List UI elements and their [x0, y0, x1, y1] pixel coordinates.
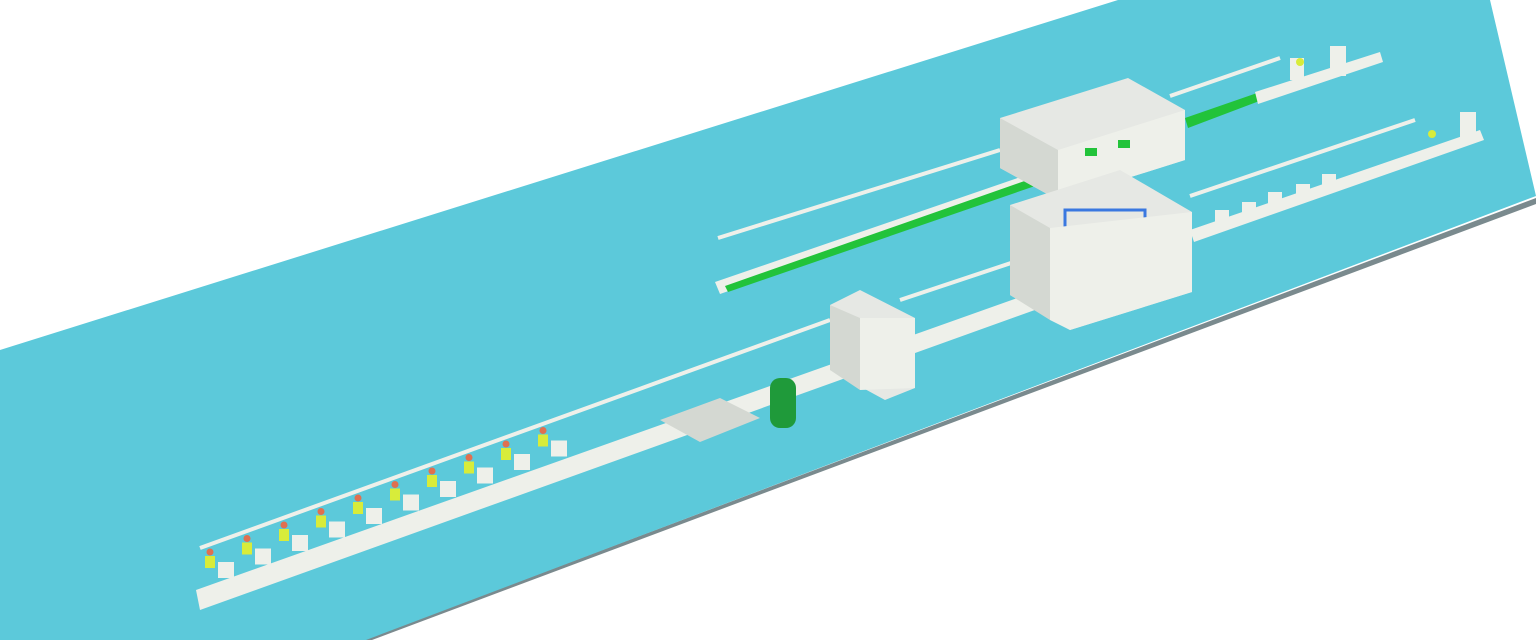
workstation — [366, 508, 382, 524]
workstation — [255, 548, 271, 565]
upper-booth — [1000, 78, 1185, 200]
worker-head — [317, 508, 325, 515]
worker — [353, 502, 363, 514]
worker — [242, 542, 252, 555]
workstation — [440, 481, 456, 497]
worker-head — [354, 494, 362, 502]
workstation — [403, 494, 419, 511]
workstation — [329, 521, 345, 538]
worker-head — [539, 427, 547, 434]
worker-head — [280, 521, 288, 529]
worker-head — [465, 454, 473, 461]
workstation — [218, 562, 234, 578]
worker — [205, 556, 215, 568]
worker — [464, 461, 474, 474]
workstation — [477, 467, 493, 484]
workstation — [551, 440, 567, 457]
small-booth — [830, 290, 915, 400]
worker — [279, 529, 289, 541]
worker — [538, 434, 548, 447]
worker — [501, 448, 511, 460]
worker — [316, 515, 326, 528]
worker-head — [502, 440, 510, 448]
workstation — [514, 454, 530, 470]
workstation — [292, 535, 308, 551]
upper-conveyor-line — [715, 46, 1383, 294]
worker-head — [428, 467, 436, 475]
worker-stations — [205, 427, 567, 578]
worker-head — [206, 548, 214, 556]
worker — [427, 475, 437, 487]
air-tank — [770, 378, 796, 428]
worker-head — [243, 535, 251, 542]
worker — [390, 488, 400, 501]
worker-head — [391, 481, 399, 488]
main-booth — [1010, 170, 1192, 330]
